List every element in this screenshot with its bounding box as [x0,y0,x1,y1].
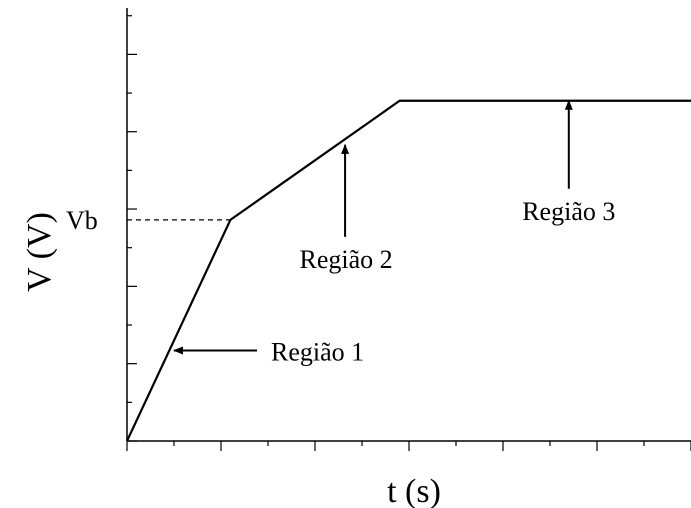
x-axis-label: t (s) [387,473,441,508]
annotation-label: Região 3 [522,197,615,226]
series-line [126,99,691,442]
axis-ticks [126,15,691,451]
annotation-label: Região 1 [271,338,364,367]
annotation-label: Região 2 [300,245,393,274]
y-axis-label: V (V) [21,212,58,292]
vb-label: Vb [66,206,98,235]
chart-marks: Vb [66,99,691,442]
chart-annotations: Região 1 Região 2 Região 3 [173,99,615,367]
